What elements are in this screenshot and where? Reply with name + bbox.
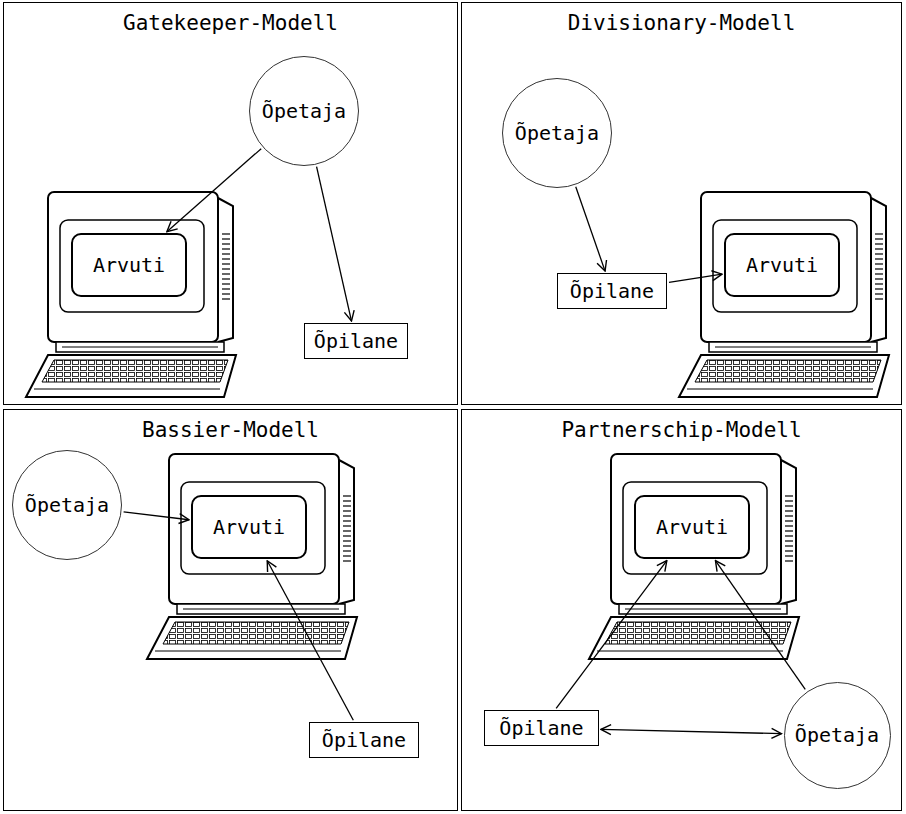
node-label: Õpilane	[322, 728, 406, 752]
node-label: Õpetaja	[262, 99, 346, 123]
teacher-circle: Õpetaja	[784, 682, 891, 789]
node-label: Õpilane	[314, 329, 398, 353]
teacher-circle: Õpetaja	[12, 450, 122, 560]
node-label: Õpetaja	[795, 723, 879, 747]
node-label: Arvuti	[656, 515, 728, 539]
node-label: Arvuti	[746, 253, 818, 277]
node-label: Õpilane	[499, 716, 583, 740]
computer-drawing	[589, 454, 799, 659]
arrow-connector	[715, 561, 805, 690]
arrow-connector	[167, 149, 261, 232]
teacher-circle: Õpetaja	[502, 78, 612, 188]
arrow-connector	[124, 512, 189, 520]
computer-drawing	[147, 454, 357, 659]
computer-drawing	[26, 192, 236, 397]
teacher-circle: Õpetaja	[249, 56, 359, 166]
student-box: Õpilane	[557, 273, 667, 309]
computer-screen: Arvuti	[724, 233, 840, 297]
node-label: Õpetaja	[25, 493, 109, 517]
arrow-connector	[267, 561, 353, 720]
model-panel: Bassier-ModellÕpetajaArvutiÕpilane	[3, 409, 458, 811]
model-panel: Partnerschip-ModellArvutiÕpilane Õpetaja	[461, 409, 902, 811]
model-panel: Gatekeeper-ModellArvuti ÕpetajaÕpilane	[3, 2, 458, 405]
computer-screen: Arvuti	[634, 495, 750, 559]
node-label: Õpetaja	[515, 121, 599, 145]
student-box: Õpilane	[484, 710, 599, 746]
model-title: Divisionary-Modell	[462, 11, 901, 35]
computer-screen: Arvuti	[71, 233, 187, 297]
model-title: Gatekeeper-Modell	[4, 11, 457, 35]
node-label: Arvuti	[93, 253, 165, 277]
node-label: Arvuti	[213, 515, 285, 539]
student-box: Õpilane	[309, 722, 419, 758]
model-title: Partnerschip-Modell	[462, 418, 901, 442]
node-label: Õpilane	[570, 279, 654, 303]
arrow-connector	[576, 187, 605, 271]
arrow-connector	[601, 729, 782, 733]
arrow-connector	[669, 274, 722, 282]
computer-screen: Arvuti	[191, 495, 307, 559]
model-title: Bassier-Modell	[4, 418, 457, 442]
model-panel: Divisionary-ModellÕpetajaÕpilane Arvuti	[461, 2, 902, 405]
student-box: Õpilane	[304, 323, 408, 359]
arrow-connector	[317, 167, 352, 321]
computer-drawing	[679, 192, 889, 397]
arrow-connector	[556, 561, 667, 709]
